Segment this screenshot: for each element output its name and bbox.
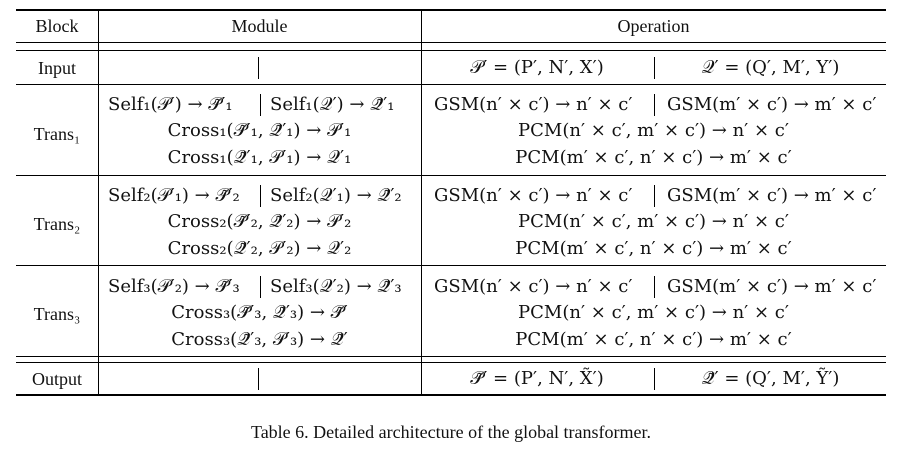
trans1-block: Trans₁ [33, 124, 81, 144]
trans3-module-line-1: Cross₃(𝒫̃′₃, 𝒬̃′₃) → 𝒫̃′ [171, 302, 348, 323]
trans3-operation-line-2: PCM(m′ × c′, n′ × c′) → m′ × c′ [515, 329, 792, 350]
trans3-bottom-rule [16, 356, 886, 357]
output-operation-left: 𝒫̃′ = (P′, N′, X̃′) [470, 368, 604, 389]
trans1-operation-top-right: GSM(m′ × c′) → m′ × c′ [667, 94, 877, 115]
trans1-operation-mid-separator [654, 94, 655, 116]
header-bottom-rule [16, 42, 886, 43]
trans2-module-mid-separator [260, 185, 261, 207]
table-caption: Table 6. Detailed architecture of the gl… [250, 422, 652, 442]
input-operation-right: 𝒬′ = (Q′, M′, Y′) [701, 57, 840, 78]
output-operation-mid-separator [654, 368, 655, 390]
trans2-module-line-1: Cross₂(𝒫̃′₂, 𝒬̃′₂) → 𝒫′₂ [167, 211, 352, 232]
header-module: Module [231, 16, 288, 36]
trans2-block: Trans₂ [33, 214, 81, 234]
trans3-operation-mid-separator [654, 276, 655, 298]
trans1-operation-line-1: PCM(n′ × c′, m′ × c′) → n′ × c′ [518, 120, 789, 141]
module-operation-separator [421, 10, 422, 394]
trans3-block: Trans₃ [33, 304, 81, 324]
trans1-module-top-right: Self₁(𝒬′) → 𝒬̃′₁ [270, 94, 395, 115]
block-module-separator [98, 10, 99, 394]
input-operation-left: 𝒫′ = (P′, N′, X′) [470, 57, 604, 78]
trans2-module-top-left: Self₂(𝒫′₁) → 𝒫̃′₂ [108, 185, 240, 206]
trans2-module-top-right: Self₂(𝒬′₁) → 𝒬̃′₂ [270, 185, 402, 206]
trans1-operation-line-2: PCM(m′ × c′, n′ × c′) → m′ × c′ [515, 147, 792, 168]
bottom-rule [16, 394, 886, 396]
input-module-mid-separator [258, 57, 259, 79]
row-input-block: Input [38, 58, 76, 78]
input-bottom-rule [16, 84, 886, 85]
top-rule [16, 9, 886, 11]
trans2-operation-mid-separator [654, 185, 655, 207]
trans3-module-top-right: Self₃(𝒬′₂) → 𝒬̃′₃ [270, 276, 402, 297]
row-output-block: Output [31, 369, 82, 389]
trans2-operation-top-right: GSM(m′ × c′) → m′ × c′ [667, 185, 877, 206]
trans2-operation-line-2: PCM(m′ × c′, n′ × c′) → m′ × c′ [515, 238, 792, 259]
trans3-module-line-2: Cross₃(𝒬̃′₃, 𝒫′₃) → 𝒬̃′ [171, 329, 348, 350]
output-top-rule [16, 362, 886, 363]
trans2-operation-top-left: GSM(n′ × c′) → n′ × c′ [434, 185, 633, 206]
trans3-operation-line-1: PCM(n′ × c′, m′ × c′) → n′ × c′ [518, 302, 789, 323]
trans1-module-top-left: Self₁(𝒫′) → 𝒫̃′₁ [108, 94, 233, 115]
trans3-module-mid-separator [260, 276, 261, 298]
trans3-operation-top-left: GSM(n′ × c′) → n′ × c′ [434, 276, 633, 297]
trans1-module-line-2: Cross₁(𝒬̃′₁, 𝒫′₁) → 𝒬′₁ [167, 147, 352, 168]
trans3-module-top-left: Self₃(𝒫′₂) → 𝒫̃′₃ [108, 276, 240, 297]
trans2-operation-line-1: PCM(n′ × c′, m′ × c′) → n′ × c′ [518, 211, 789, 232]
trans3-operation-top-right: GSM(m′ × c′) → m′ × c′ [667, 276, 877, 297]
trans2-bottom-rule [16, 265, 886, 266]
trans1-module-mid-separator [260, 94, 261, 116]
input-top-rule [16, 50, 886, 51]
output-operation-right: 𝒬̃′ = (Q′, M′, Ỹ′) [701, 368, 840, 389]
trans1-module-line-1: Cross₁(𝒫̃′₁, 𝒬̃′₁) → 𝒫′₁ [167, 120, 352, 141]
trans2-module-line-2: Cross₂(𝒬̃′₂, 𝒫′₂) → 𝒬′₂ [167, 238, 352, 259]
output-module-mid-separator [258, 368, 259, 390]
header-operation: Operation [617, 16, 690, 36]
header-block: Block [35, 16, 79, 36]
trans1-bottom-rule [16, 175, 886, 176]
trans1-operation-top-left: GSM(n′ × c′) → n′ × c′ [434, 94, 633, 115]
input-operation-mid-separator [654, 57, 655, 79]
